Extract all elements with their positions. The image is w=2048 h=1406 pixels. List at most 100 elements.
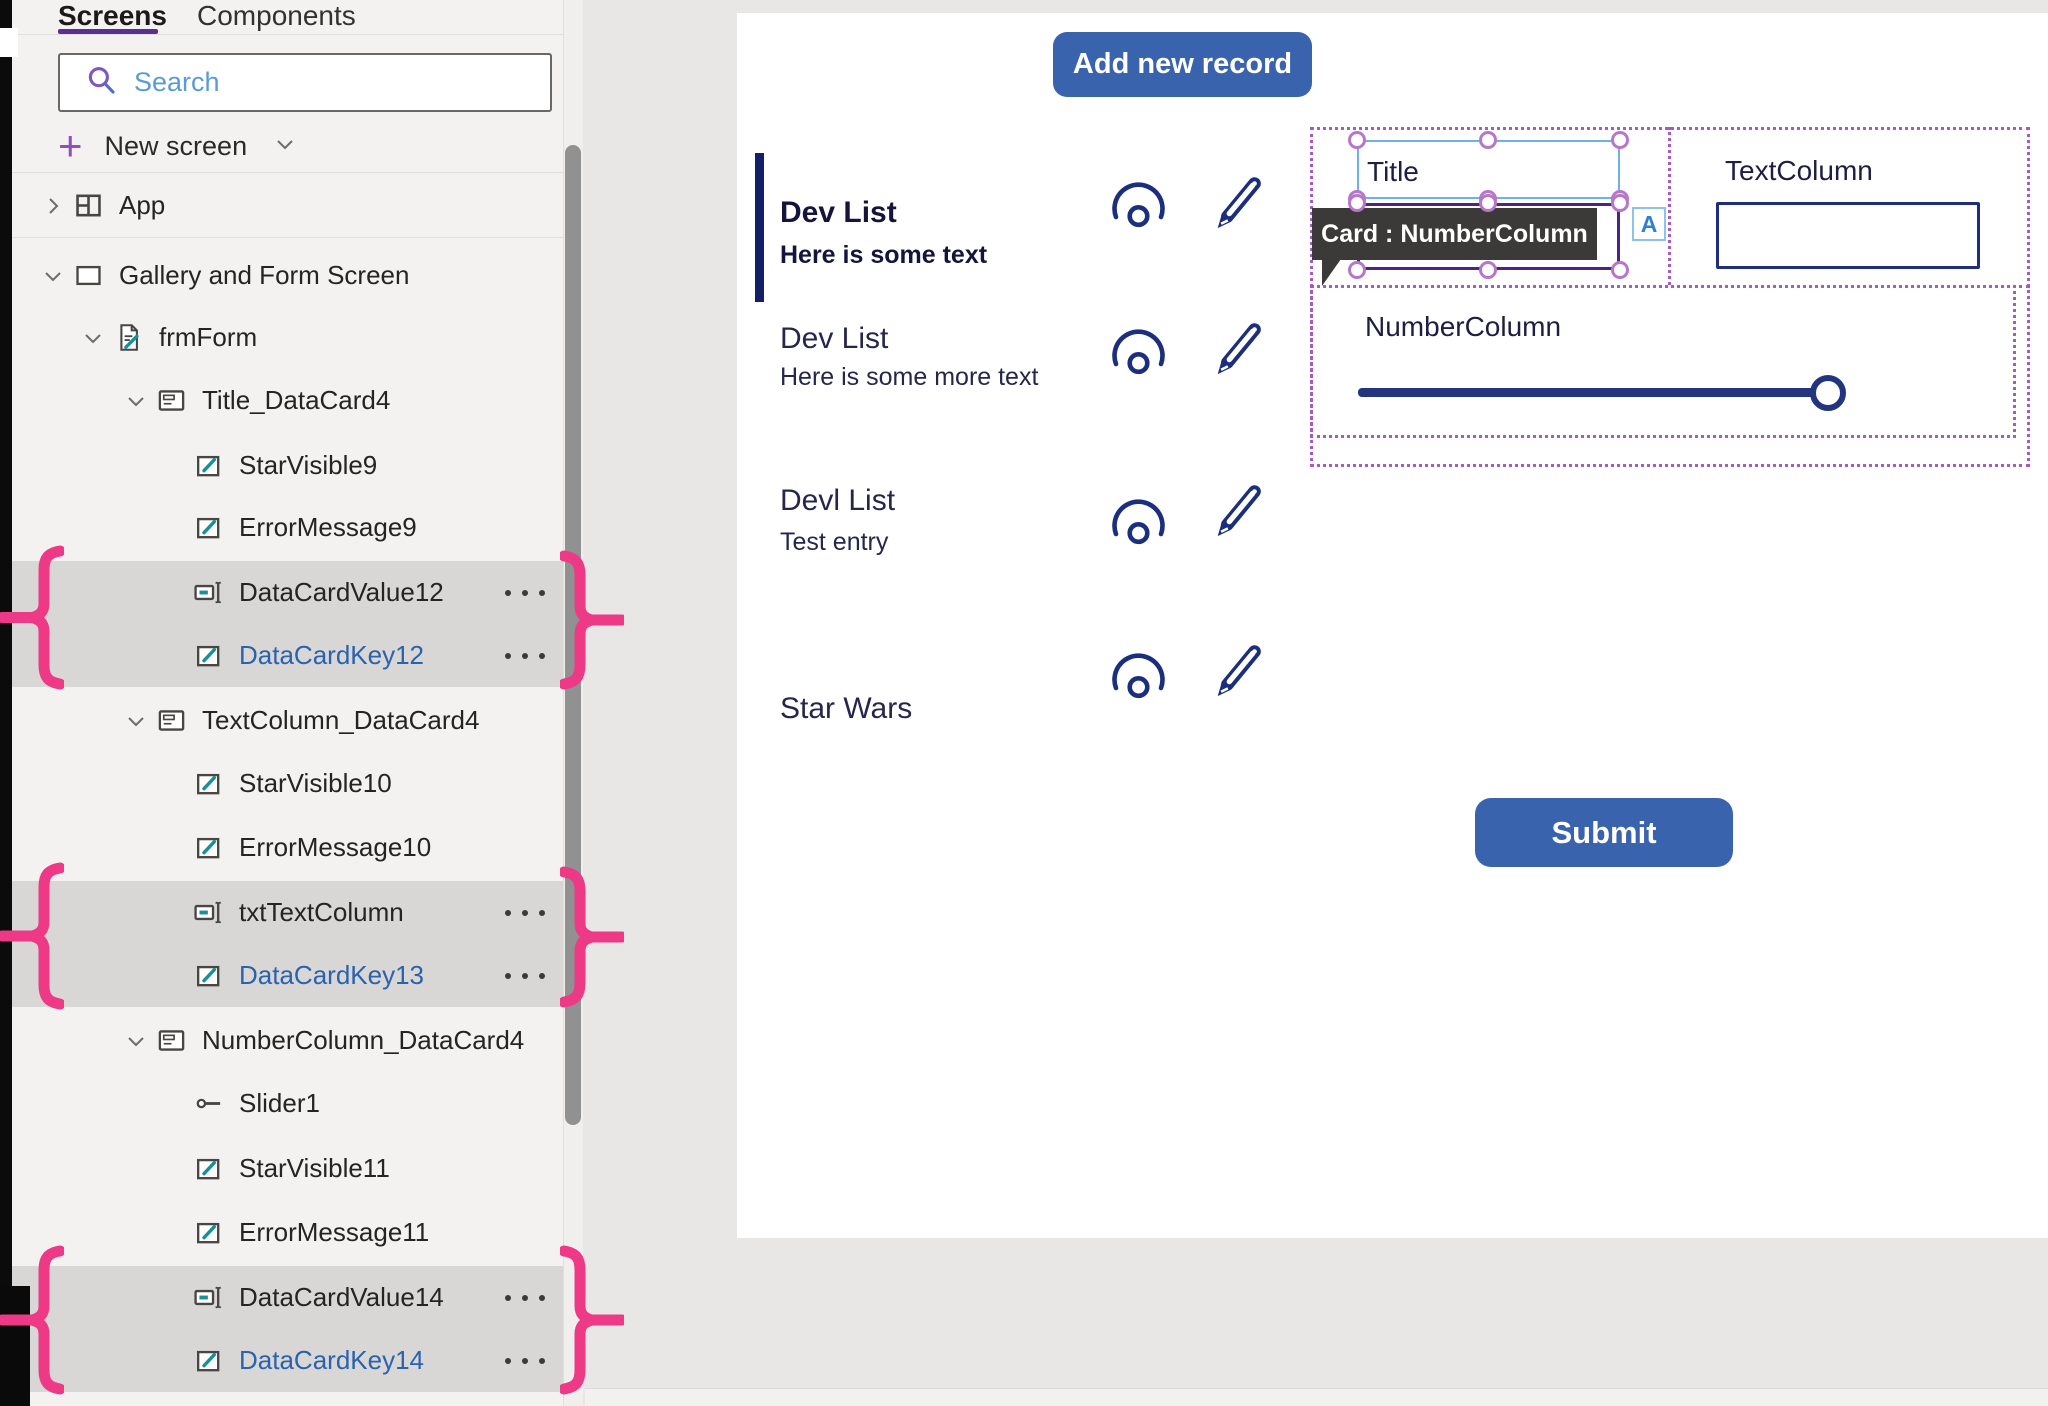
- selection-handle[interactable]: [1348, 261, 1366, 279]
- more-options-button[interactable]: [499, 1289, 551, 1307]
- datacard-icon: [156, 705, 190, 736]
- selection-handle[interactable]: [1611, 194, 1629, 212]
- tree-item-label: txtTextColumn: [239, 897, 404, 927]
- label-edit-icon: [193, 1217, 227, 1248]
- tree-item-label: DataCardKey13: [239, 960, 424, 990]
- tree-item-starvisible11[interactable]: StarVisible11: [0, 1137, 563, 1200]
- divider: [0, 172, 583, 173]
- selection-handle[interactable]: [1611, 131, 1629, 149]
- tree-item-errormessage11[interactable]: ErrorMessage11: [0, 1201, 563, 1264]
- tree-item-slider1[interactable]: Slider1: [0, 1072, 563, 1135]
- tree-item-datacardvalue12[interactable]: DataCardValue12: [0, 561, 563, 624]
- label-edit-icon: [193, 1153, 227, 1184]
- chevron-down-icon[interactable]: [124, 388, 156, 414]
- tree-item-label: ErrorMessage9: [239, 512, 417, 542]
- numbercolumn-card-label[interactable]: NumberColumn: [1365, 311, 1562, 342]
- datacard-icon: [156, 1025, 190, 1056]
- submit-button[interactable]: Submit: [1475, 798, 1733, 867]
- view-record-icon[interactable]: [1107, 652, 1170, 705]
- chevron-down-icon[interactable]: [124, 1028, 156, 1054]
- tree-item-datacardkey14[interactable]: DataCardKey14: [0, 1329, 563, 1392]
- tab-screens[interactable]: Screens: [58, 0, 167, 31]
- tree-item-label: DataCardValue12: [239, 577, 444, 607]
- tree-item-starvisible9[interactable]: StarVisible9: [0, 434, 563, 497]
- tree-item-label: Title_DataCard4: [202, 385, 391, 415]
- edit-record-icon[interactable]: [1210, 168, 1270, 237]
- tree-item-label: DataCardKey12: [239, 640, 424, 670]
- more-options-button[interactable]: [499, 584, 551, 602]
- tree-item-title-datacard4[interactable]: Title_DataCard4: [0, 369, 563, 432]
- chevron-down-icon[interactable]: [41, 263, 73, 289]
- tree-item-errormessage9[interactable]: ErrorMessage9: [0, 496, 563, 559]
- edit-record-icon[interactable]: [1210, 314, 1270, 383]
- textcolumn-input[interactable]: [1716, 202, 1980, 269]
- gallery-item-title[interactable]: Devl List: [780, 484, 896, 517]
- tree-item-datacardvalue14[interactable]: DataCardValue14: [0, 1266, 563, 1329]
- left-edge-notch: [0, 28, 18, 57]
- tree-item-datacardkey13[interactable]: DataCardKey13: [0, 944, 563, 1007]
- tree-item-app[interactable]: App: [0, 174, 563, 237]
- slider-track[interactable]: [1358, 388, 1815, 397]
- more-options-button[interactable]: [499, 967, 551, 985]
- title-card-label[interactable]: Title: [1367, 156, 1419, 187]
- window-corner-block: [0, 1286, 30, 1406]
- tab-divider: [0, 34, 583, 35]
- selection-handle[interactable]: [1479, 131, 1497, 149]
- label-edit-icon: [193, 768, 227, 799]
- gallery-item-title[interactable]: Dev List: [780, 322, 889, 355]
- textcolumn-card-label[interactable]: TextColumn: [1725, 155, 1873, 186]
- more-options-button[interactable]: [499, 904, 551, 922]
- tree-item-label: StarVisible10: [239, 768, 392, 798]
- new-screen-button[interactable]: + New screen: [58, 124, 297, 168]
- form-icon: [113, 322, 147, 353]
- selection-handle[interactable]: [1348, 131, 1366, 149]
- edit-record-icon[interactable]: [1210, 636, 1270, 705]
- chevron-down-icon[interactable]: [124, 708, 156, 734]
- app-icon: [73, 190, 107, 221]
- tree-item-label: TextColumn_DataCard4: [202, 705, 480, 735]
- selection-handle[interactable]: [1479, 194, 1497, 212]
- tree-item-label: DataCardValue14: [239, 1282, 444, 1312]
- label-edit-icon: [193, 1345, 227, 1376]
- datacard-icon: [156, 385, 190, 416]
- slider-handle[interactable]: [1810, 375, 1846, 411]
- label-edit-icon: [193, 640, 227, 671]
- label-edit-icon: [193, 450, 227, 481]
- textinput-icon: [193, 897, 227, 928]
- chevron-right-icon[interactable]: [41, 193, 73, 219]
- textinput-icon: [193, 1282, 227, 1313]
- tab-components[interactable]: Components: [197, 0, 356, 31]
- view-record-icon[interactable]: [1107, 328, 1170, 381]
- plus-icon: +: [58, 122, 83, 169]
- tree-item-datacardkey12[interactable]: DataCardKey12: [0, 624, 563, 687]
- chevron-down-icon[interactable]: [273, 132, 297, 161]
- search-input[interactable]: [132, 66, 512, 99]
- more-options-button[interactable]: [499, 647, 551, 665]
- tree-item-errormessage10[interactable]: ErrorMessage10: [0, 816, 563, 879]
- tree-item-gallery-and-form-screen[interactable]: Gallery and Form Screen: [0, 244, 563, 307]
- tree-item-frmform[interactable]: frmForm: [0, 306, 563, 369]
- tree-item-textcolumn-datacard4[interactable]: TextColumn_DataCard4: [0, 689, 563, 752]
- chevron-down-icon[interactable]: [81, 325, 113, 351]
- label-edit-icon: [193, 512, 227, 543]
- selection-handle[interactable]: [1479, 261, 1497, 279]
- gallery-item-title[interactable]: Dev List: [780, 196, 897, 229]
- selection-handle[interactable]: [1611, 261, 1629, 279]
- edit-record-icon[interactable]: [1210, 476, 1270, 545]
- more-options-button[interactable]: [499, 1352, 551, 1370]
- tree-item-starvisible10[interactable]: StarVisible10: [0, 752, 563, 815]
- gallery-item-title[interactable]: Star Wars: [780, 692, 913, 725]
- tree-item-label: NumberColumn_DataCard4: [202, 1025, 525, 1055]
- add-new-record-button[interactable]: Add new record: [1053, 32, 1312, 97]
- divider: [0, 237, 583, 238]
- numbercolumn-card-boundary[interactable]: [1310, 285, 2016, 438]
- view-record-icon[interactable]: [1107, 498, 1170, 551]
- tree-item-label: ErrorMessage11: [239, 1217, 430, 1247]
- tree-item-txttextcolumn[interactable]: txtTextColumn: [0, 881, 563, 944]
- view-record-icon[interactable]: [1107, 181, 1170, 234]
- tree-item-numbercolumn-datacard4[interactable]: NumberColumn_DataCard4: [0, 1009, 563, 1072]
- selection-handle[interactable]: [1348, 194, 1366, 212]
- screen-icon: [73, 260, 107, 291]
- slider-icon: [193, 1088, 227, 1119]
- tree-scrollbar-thumb[interactable]: [565, 145, 581, 1125]
